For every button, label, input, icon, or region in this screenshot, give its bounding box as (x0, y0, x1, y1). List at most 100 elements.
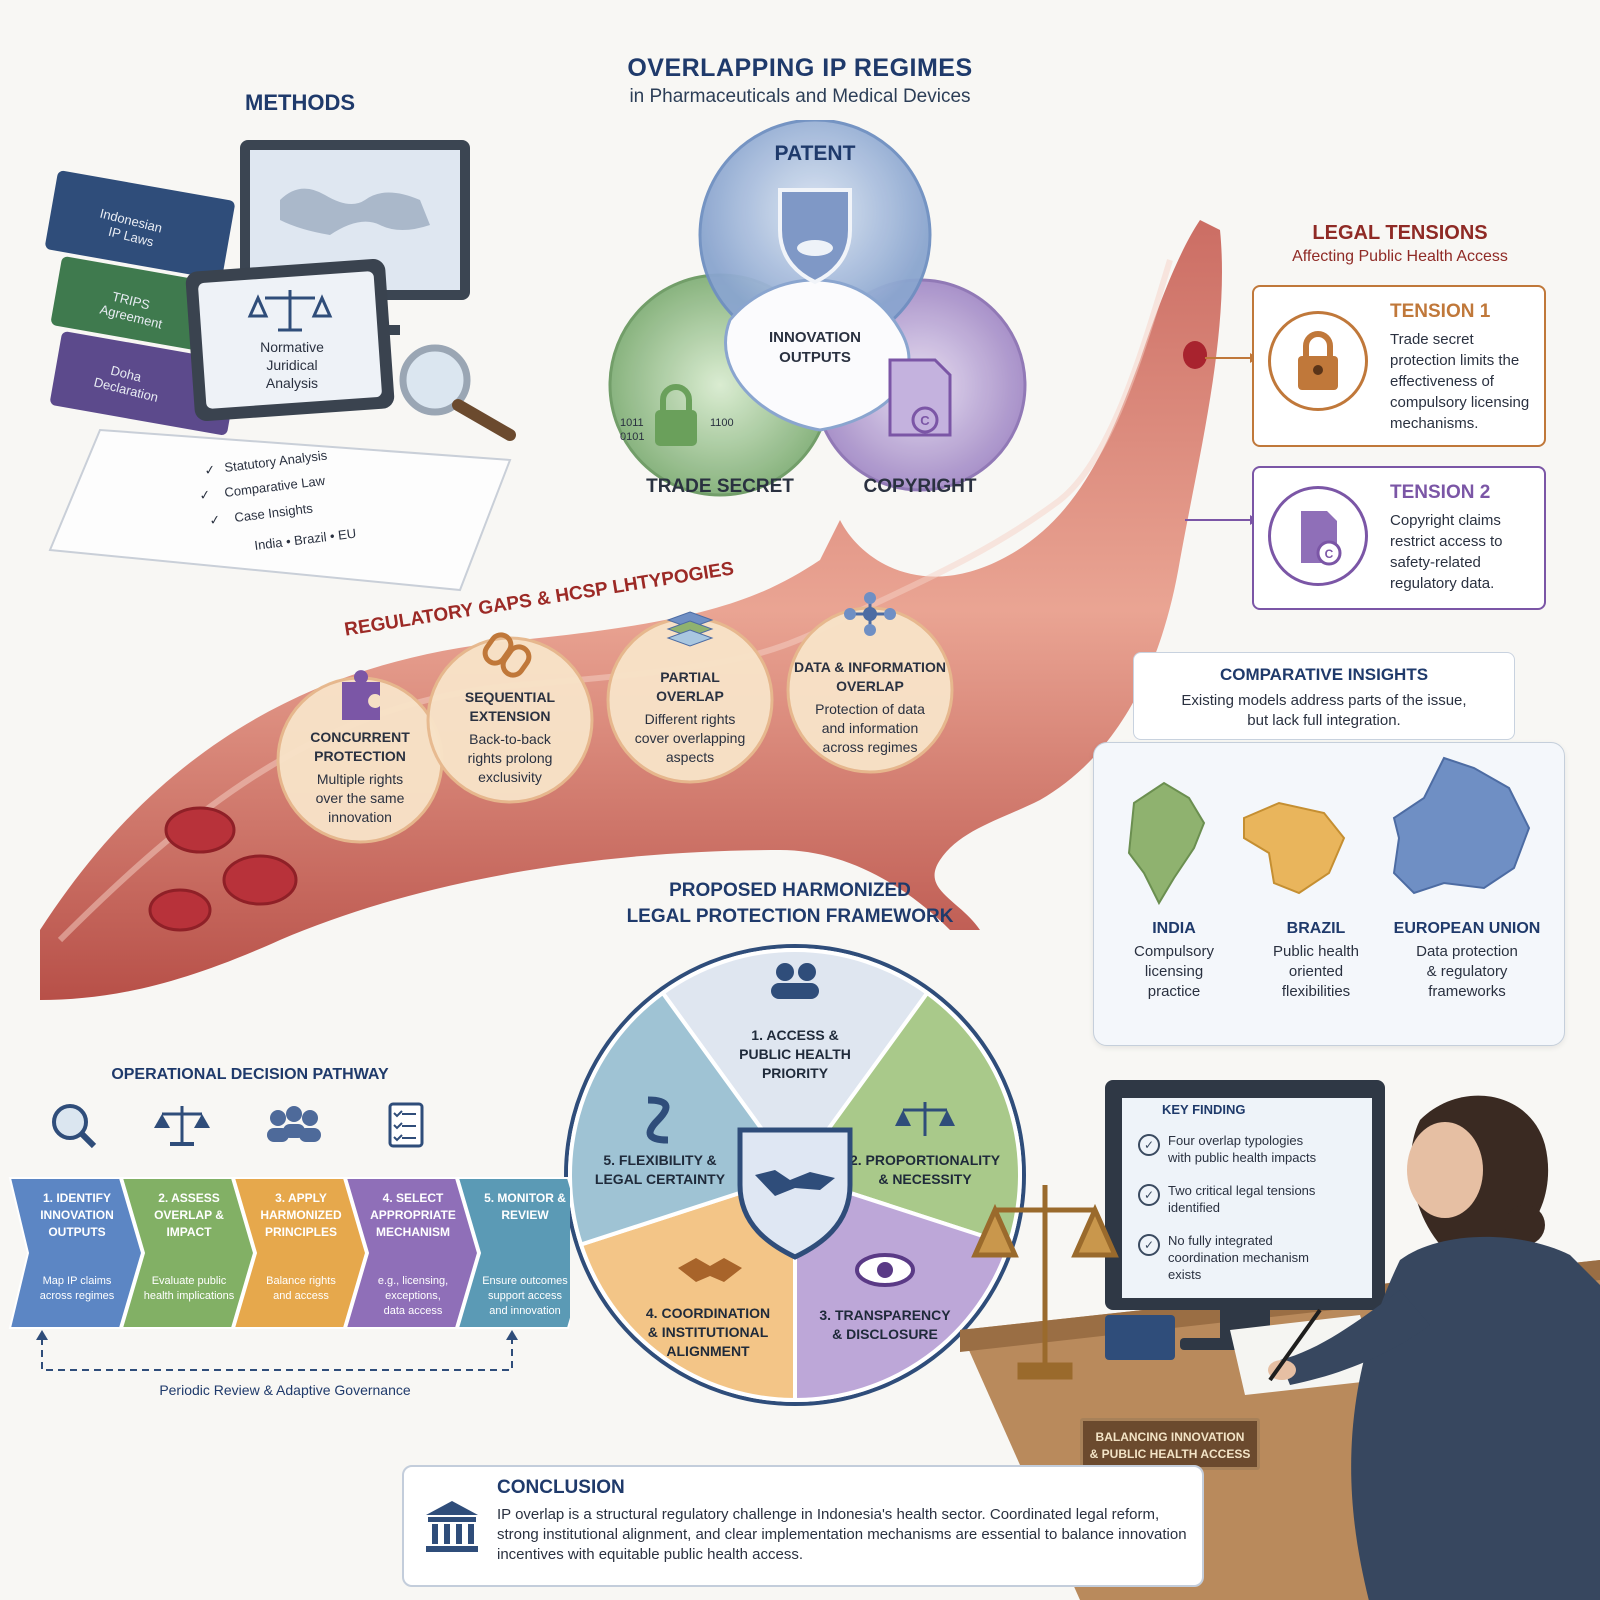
tension-1-text: Trade secret protection limits the effec… (1390, 331, 1530, 432)
typology-title: OVERLAP (836, 678, 904, 694)
checklist-paper (48, 428, 512, 592)
country-india-text: Compulsory (1133, 943, 1215, 960)
center-label-1: INNOVATION (769, 329, 861, 346)
country-brazil: BRAZIL Public health oriented flexibilit… (1241, 919, 1391, 1002)
tensions-title: LEGAL TENSIONS (1312, 222, 1488, 244)
magnifier-icon (52, 1104, 97, 1149)
key-finding-item-3: No fully integrated coordination mechani… (1168, 1232, 1368, 1283)
typology-text: over the same (316, 790, 405, 806)
key-finding-line: with public health impacts (1168, 1150, 1317, 1165)
desk-plaque: BALANCING INNOVATION & PUBLIC HEALTH ACC… (1080, 1418, 1260, 1470)
typology-text: Protection of data (815, 701, 925, 717)
typology-text: exclusivity (478, 769, 542, 785)
tension-2-title: TENSION 2 (1390, 482, 1491, 503)
typology-text: Back-to-back (469, 731, 552, 747)
scales-icon (971, 1185, 1119, 1380)
handshake-icon (678, 1258, 742, 1282)
framework-label: & NECESSITY (878, 1171, 972, 1187)
blood-cell-icon (148, 888, 212, 932)
methods-title: METHODS (245, 90, 355, 115)
patent-label: PATENT (775, 142, 856, 165)
tension-2-text: Copyright claims restrict access to safe… (1390, 512, 1503, 592)
pathway-title: OPERATIONAL DECISION PATHWAY (111, 1066, 389, 1083)
country-india-text: licensing (1144, 963, 1204, 980)
key-finding-title: KEY FINDING (1162, 1102, 1246, 1117)
country-india-name: INDIA (1152, 920, 1196, 937)
plaque-line-2: & PUBLIC HEALTH ACCESS (1089, 1447, 1251, 1461)
binary-1: 1011 (620, 417, 644, 429)
magnifier-icon (399, 344, 471, 416)
pathway-step-title: 1. IDENTIFY (43, 1191, 111, 1205)
country-brazil-text: oriented (1288, 963, 1344, 980)
country-eu-text: frameworks (1428, 983, 1506, 1000)
pathway-step-title: 3. APPLY (275, 1191, 327, 1205)
scales-icon (247, 290, 333, 332)
center-label-2: OUTPUTS (779, 349, 851, 366)
typology-text: across regimes (823, 739, 918, 755)
tensions-subtitle: Affecting Public Health Access (1292, 248, 1508, 265)
copyright-document-icon: C (1268, 486, 1368, 586)
pathway-step-text: Ensure outcomes (482, 1275, 568, 1287)
framework-title-line-2: LEGAL PROTECTION FRAMEWORK (626, 906, 954, 927)
check-icon: ✓ (1138, 1134, 1160, 1156)
country-brazil-text: Public health (1273, 943, 1359, 960)
key-finding-screen: KEY FINDING ✓ Four overlap typologies wi… (1122, 1098, 1372, 1298)
framework-label: LEGAL CERTAINTY (595, 1171, 726, 1187)
review-loop-label: Periodic Review & Adaptive Governance (159, 1382, 411, 1398)
person-face (1407, 1122, 1483, 1218)
plaque-line-1: BALANCING INNOVATION (1095, 1430, 1245, 1444)
pathway-step-text: e.g., licensing, (378, 1275, 448, 1287)
curved-arrows-icon (646, 1096, 670, 1144)
svg-text:C: C (1325, 547, 1334, 561)
book-label-doha: Doha (109, 363, 144, 385)
framework-label: 1. ACCESS & (751, 1027, 838, 1043)
ip-regimes-venn: 1011 0101 1100 C PATENT TRADE SECRET COP… (608, 120, 1027, 497)
typology-title: OVERLAP (656, 688, 724, 704)
padlock-icon (655, 410, 697, 446)
typology-title: SEQUENTIAL (465, 689, 556, 705)
comparative-title: COMPARATIVE INSIGHTS (1219, 665, 1429, 684)
blood-cell-icon (222, 854, 298, 906)
tension-card-2: C TENSION 2 Copyright claims restrict ac… (1252, 466, 1546, 610)
country-eu-name: EUROPEAN UNION (1393, 920, 1541, 937)
tablet-text-line-3: Analysis (266, 375, 318, 391)
page-title: OVERLAPPING IP REGIMES (627, 54, 973, 82)
framework-segment-4 (578, 1172, 797, 1403)
key-finding-line: identified (1168, 1200, 1221, 1215)
methods-illustration: Indonesian IP Laws TRIPS Agreement Doha … (45, 140, 516, 592)
binary-2: 0101 (620, 431, 644, 443)
pathway-step-title: 4. SELECT (383, 1191, 444, 1205)
typology-text: cover overlapping (635, 730, 746, 746)
pathway-step-title: OUTPUTS (48, 1225, 105, 1239)
puzzle-icon (342, 670, 380, 720)
key-finding-line: Two critical legal tensions (1168, 1183, 1316, 1198)
framework-label: 5. FLEXIBILITY & (603, 1152, 716, 1168)
pathway-step-text: Evaluate public (152, 1275, 227, 1287)
india-map-shape (1127, 781, 1206, 906)
trade-secret-label: TRADE SECRET (646, 476, 794, 497)
pathway-step-title: HARMONIZED (260, 1208, 342, 1222)
pathway-step-title: MECHANISM (376, 1225, 450, 1239)
indonesia-map-icon (755, 1170, 835, 1196)
chain-link-icon (482, 632, 532, 678)
typology-title: PARTIAL (660, 669, 720, 685)
padlock-icon (1268, 311, 1368, 411)
tablet-text-line-2: Juridical (266, 357, 317, 373)
binary-3: 1100 (710, 417, 734, 429)
comparative-text-1: Existing models address parts of the iss… (1181, 692, 1467, 709)
conclusion-text: IP overlap is a structural regulatory ch… (497, 1506, 1187, 1563)
pathway-step-text: health implications (144, 1290, 235, 1302)
typology-text: innovation (328, 809, 392, 825)
tablet-text-line-1: Normative (260, 339, 324, 355)
book-icon (1105, 1315, 1175, 1360)
comparative-text-2: but lack full integration. (1247, 712, 1401, 729)
country-brazil-name: BRAZIL (1286, 920, 1346, 937)
framework-label: 2. PROPORTIONALITY (850, 1152, 1001, 1168)
pathway-step-title: APPROPRIATE (370, 1208, 456, 1222)
